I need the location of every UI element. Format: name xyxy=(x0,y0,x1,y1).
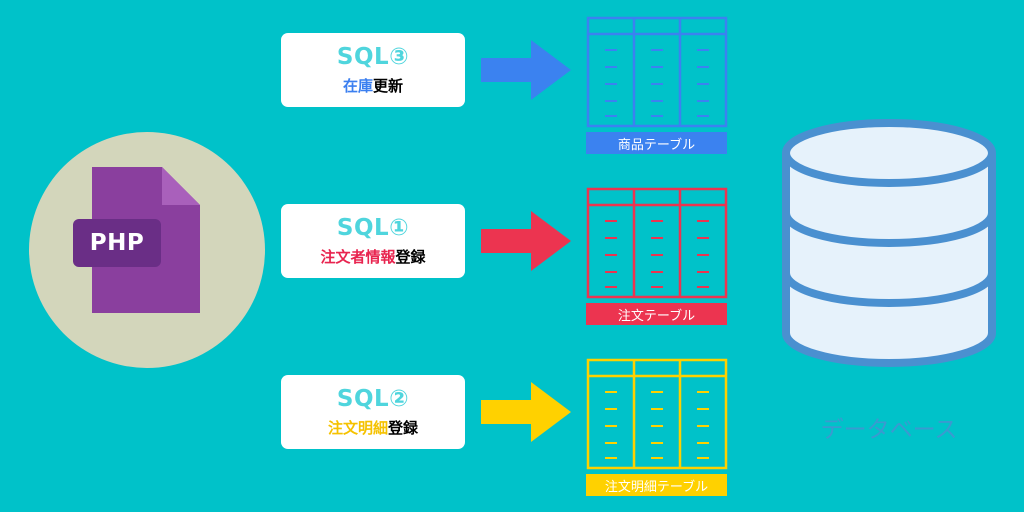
table-frame xyxy=(586,187,728,299)
table-frame xyxy=(586,358,728,470)
sql-title: SQL③ xyxy=(336,44,410,70)
database-top xyxy=(782,119,996,187)
sql-desc-highlight: 注文者情報 xyxy=(320,248,396,266)
database-icon xyxy=(782,119,996,367)
database-ring-1 xyxy=(782,212,996,247)
sql-desc-plain: 登録 xyxy=(388,419,419,437)
sql-title: SQL① xyxy=(336,215,410,241)
sql-card-order-detail-register: SQL② 注文明細登録 xyxy=(281,375,465,449)
table-frame xyxy=(586,16,728,128)
sql-desc-plain: 更新 xyxy=(373,77,404,95)
database-label: データベース xyxy=(820,417,958,443)
table-caption-products: 商品テーブル xyxy=(586,132,727,154)
table-caption-orders: 注文テーブル xyxy=(586,303,727,325)
table-caption-order-details: 注文明細テーブル xyxy=(586,474,727,496)
sql-desc-highlight: 在庫 xyxy=(342,77,373,95)
order-detail-table-icon xyxy=(586,358,728,470)
order-table-icon xyxy=(586,187,728,299)
sql-description: 注文者情報登録 xyxy=(320,247,425,267)
sql-desc-plain: 登録 xyxy=(395,248,426,266)
product-table-icon xyxy=(586,16,728,128)
arrow-right-icon xyxy=(481,382,571,442)
sql-description: 注文明細登録 xyxy=(328,418,418,438)
sql-card-stock-update: SQL③ 在庫更新 xyxy=(281,33,465,107)
sql-description: 在庫更新 xyxy=(343,76,403,96)
arrow-right-icon xyxy=(481,211,571,271)
sql-title: SQL② xyxy=(336,386,410,412)
sql-card-orderer-register: SQL① 注文者情報登録 xyxy=(281,204,465,278)
database-ring-2 xyxy=(782,272,996,307)
arrow-right-icon xyxy=(481,40,571,100)
php-label: PHP xyxy=(73,219,161,267)
sql-desc-highlight: 注文明細 xyxy=(327,419,388,437)
database-body xyxy=(782,153,996,367)
